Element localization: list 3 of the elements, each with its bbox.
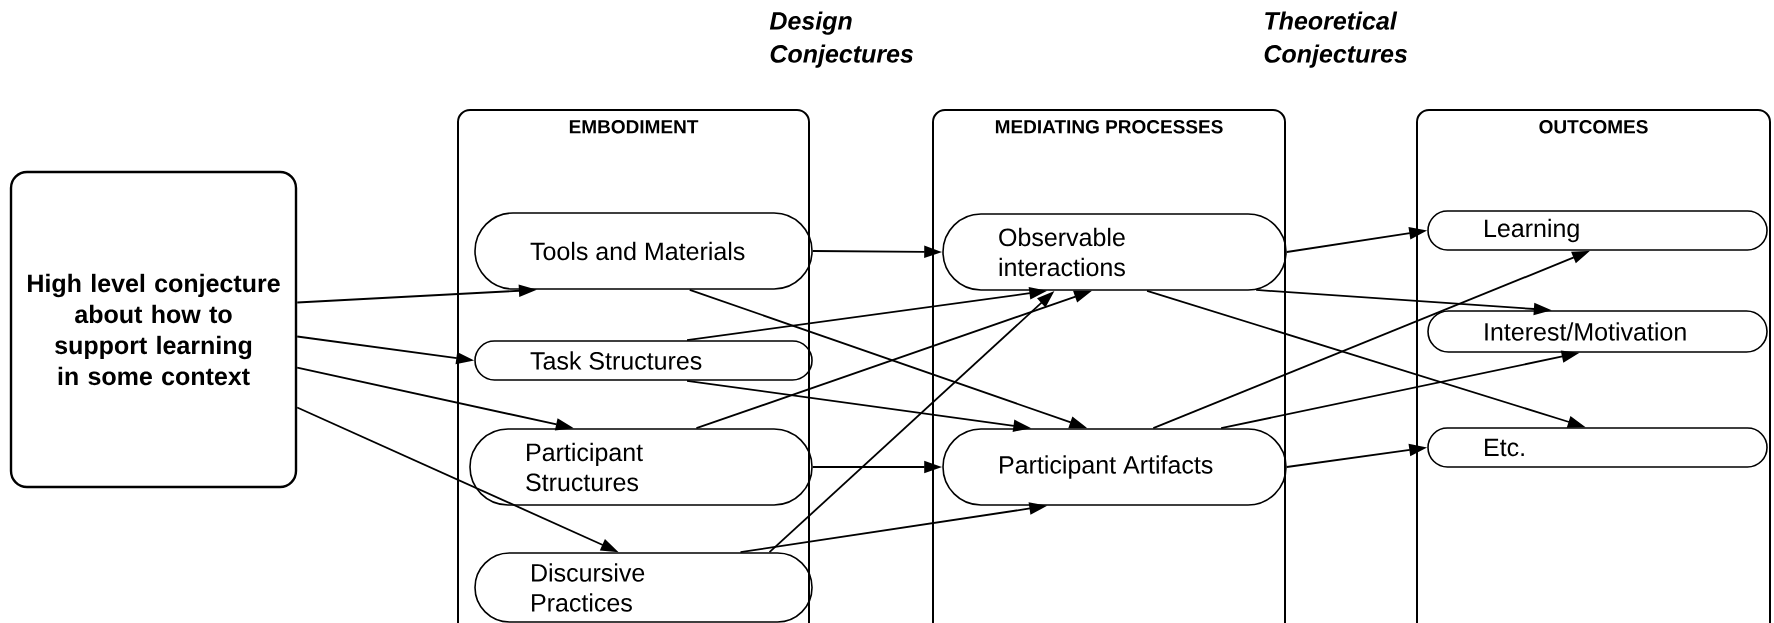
conjecture-box: High level conjecture about how to support learning in some context xyxy=(9,170,298,489)
conjecture-heading: Theoretical Conjectures xyxy=(1264,11,1408,68)
conjecture-heading: Design Conjectures xyxy=(769,11,914,68)
